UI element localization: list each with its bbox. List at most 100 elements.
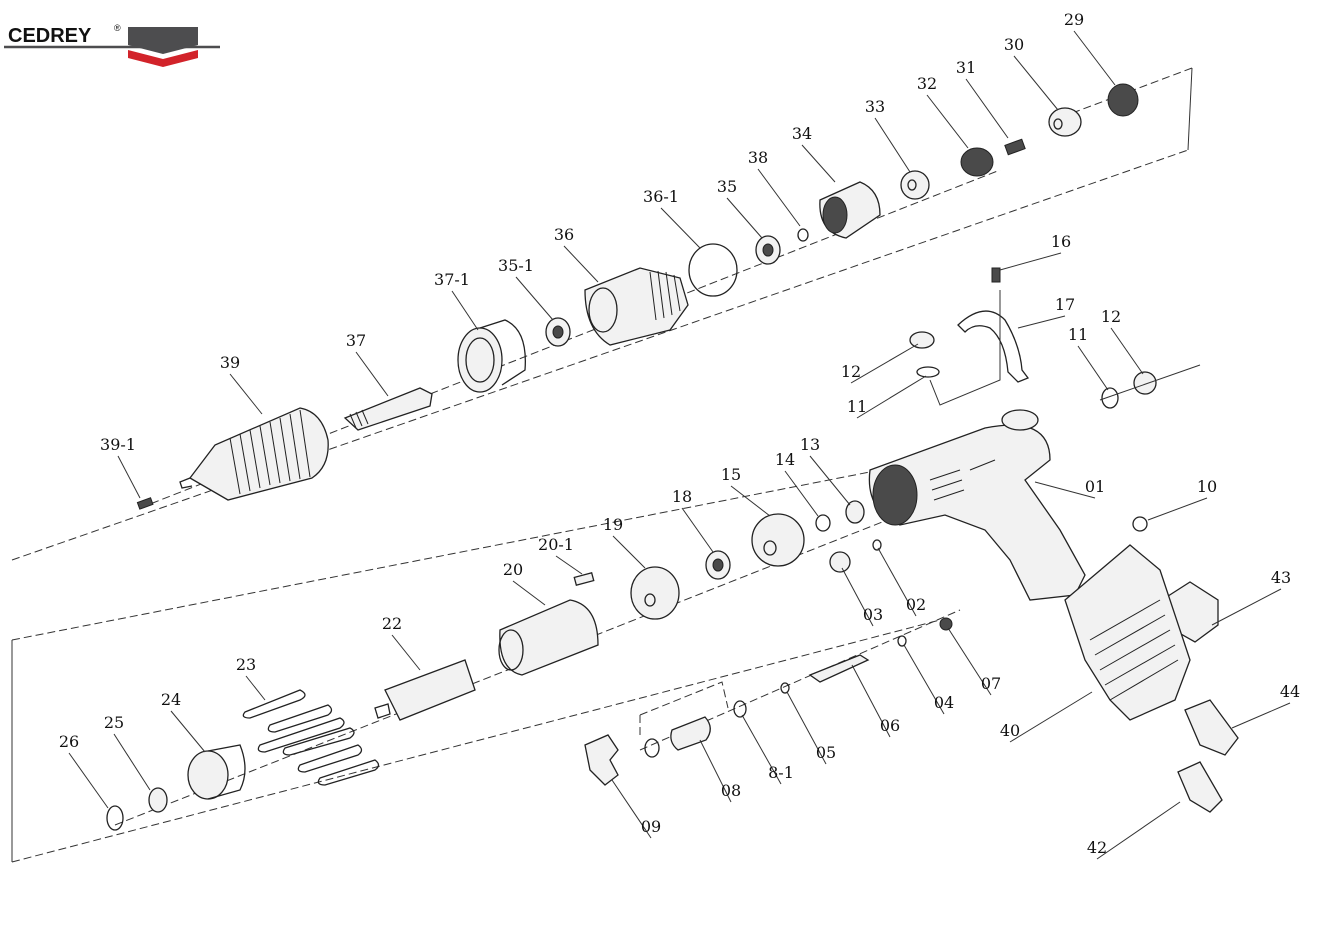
leader-line-20-1 — [555, 555, 583, 575]
part-12-fitting-left — [909, 331, 935, 349]
callout-label-36: 36 — [554, 225, 574, 244]
callout-label-12: 12 — [841, 362, 861, 381]
part-02-o-ring — [872, 539, 882, 551]
callout-label-35: 35 — [717, 177, 737, 196]
leader-line-09 — [611, 779, 652, 839]
callout-label-10: 10 — [1197, 477, 1217, 496]
leader-line-39 — [229, 373, 263, 415]
part-8-1-o-ring — [733, 700, 747, 718]
leader-line-07 — [947, 627, 992, 696]
leader-line-11 — [856, 375, 927, 419]
fitting-axis-top — [929, 290, 1001, 406]
callout-label-12: 12 — [1101, 307, 1121, 326]
leader-line-10 — [1147, 497, 1208, 521]
upper-frame-right-edge — [1187, 67, 1193, 151]
leader-line-03 — [841, 567, 874, 627]
valve-axis — [639, 609, 961, 751]
leader-line-32 — [926, 94, 969, 149]
leader-line-31 — [965, 78, 1009, 139]
part-26-snap-ring — [106, 805, 124, 831]
leader-line-06 — [851, 664, 891, 738]
leader-line-43 — [1211, 588, 1282, 626]
leader-line-36 — [563, 245, 599, 283]
part-31-pin — [1004, 138, 1026, 156]
part-06-valve-stem — [808, 654, 870, 683]
part-42-inlet-fitting — [1177, 761, 1223, 813]
brand-name: CEDREY — [8, 25, 92, 47]
leader-line-34 — [801, 144, 836, 183]
part-04-o-ring — [897, 635, 907, 647]
part-14-washer — [815, 514, 831, 532]
leader-line-02 — [877, 547, 917, 617]
callout-label-11: 11 — [1068, 325, 1088, 344]
part-44-inlet-fitting — [1184, 699, 1239, 756]
callout-label-40: 40 — [1000, 721, 1020, 740]
callout-label-36-1: 36-1 — [643, 187, 679, 206]
part-17-hanger — [957, 310, 1030, 383]
leader-line-19 — [612, 535, 646, 569]
leader-line-12 — [850, 343, 919, 384]
callout-label-04: 04 — [934, 693, 954, 712]
leader-line-33 — [874, 117, 911, 173]
leader-line-12 — [1110, 327, 1144, 375]
part-18-bearing — [705, 550, 731, 580]
leader-line-16 — [999, 252, 1062, 271]
leader-line-29 — [1073, 30, 1116, 86]
callout-label-32: 32 — [917, 74, 937, 93]
callout-label-16: 16 — [1051, 232, 1071, 251]
leader-line-11 — [1077, 345, 1109, 391]
callout-label-8-1: 8-1 — [768, 763, 794, 782]
leader-line-15 — [730, 485, 771, 517]
callout-label-06: 06 — [880, 716, 900, 735]
part-01-housing — [868, 409, 1086, 601]
callout-label-24: 24 — [161, 690, 181, 709]
leader-line-08 — [699, 739, 732, 803]
part-07-screw — [939, 617, 953, 631]
callout-label-08: 08 — [721, 781, 741, 800]
part-12-fitting-right — [1133, 371, 1157, 395]
lower-assembly-frame — [11, 469, 961, 863]
callout-label-34: 34 — [792, 124, 812, 143]
callout-label-05: 05 — [816, 743, 836, 762]
callout-label-37: 37 — [346, 331, 366, 350]
callout-label-35-1: 35-1 — [498, 256, 534, 275]
part-11-washer-left — [916, 366, 940, 378]
part-32-planet-gear — [960, 147, 994, 177]
part-24-end-cap — [187, 744, 246, 800]
part-20-1-pin — [573, 572, 595, 586]
lower-frame-top-edge — [11, 469, 881, 641]
callout-label-20-1: 20-1 — [538, 535, 574, 554]
part-35-bearing — [755, 235, 781, 265]
callout-label-17: 17 — [1055, 295, 1075, 314]
callout-label-13: 13 — [800, 435, 820, 454]
part-37-1-ring — [457, 319, 526, 393]
part-25-bearing — [148, 787, 168, 813]
callout-label-02: 02 — [906, 595, 926, 614]
lower-frame-bottom-edge — [11, 619, 941, 863]
callout-label-20: 20 — [503, 560, 523, 579]
leader-line-30 — [1013, 55, 1059, 111]
part-15-end-plate — [751, 513, 805, 567]
callout-label-26: 26 — [59, 732, 79, 751]
callout-label-25: 25 — [104, 713, 124, 732]
leader-line-05 — [786, 691, 827, 765]
callout-label-22: 22 — [382, 614, 402, 633]
leader-line-01 — [1034, 481, 1096, 499]
callout-label-29: 29 — [1064, 10, 1084, 29]
part-35-1-bearing — [545, 317, 571, 347]
leader-line-40 — [1009, 691, 1093, 743]
part-39-chuck — [179, 407, 329, 501]
callout-label-44: 44 — [1280, 682, 1300, 701]
callout-label-19: 19 — [603, 515, 623, 534]
callout-label-09: 09 — [641, 817, 661, 836]
callout-label-33: 33 — [865, 97, 885, 116]
leader-line-23 — [245, 675, 266, 701]
part-08-bracket — [639, 681, 729, 735]
part-34-ring-gear — [819, 181, 881, 239]
callout-label-30: 30 — [1004, 35, 1024, 54]
callout-label-38: 38 — [748, 148, 768, 167]
fitting-axis-right — [1099, 364, 1201, 401]
part-39-1-screw — [136, 497, 154, 510]
leader-line-13 — [809, 455, 851, 506]
callout-labels: 01020304050607088-1091011111212131415161… — [59, 10, 1300, 860]
